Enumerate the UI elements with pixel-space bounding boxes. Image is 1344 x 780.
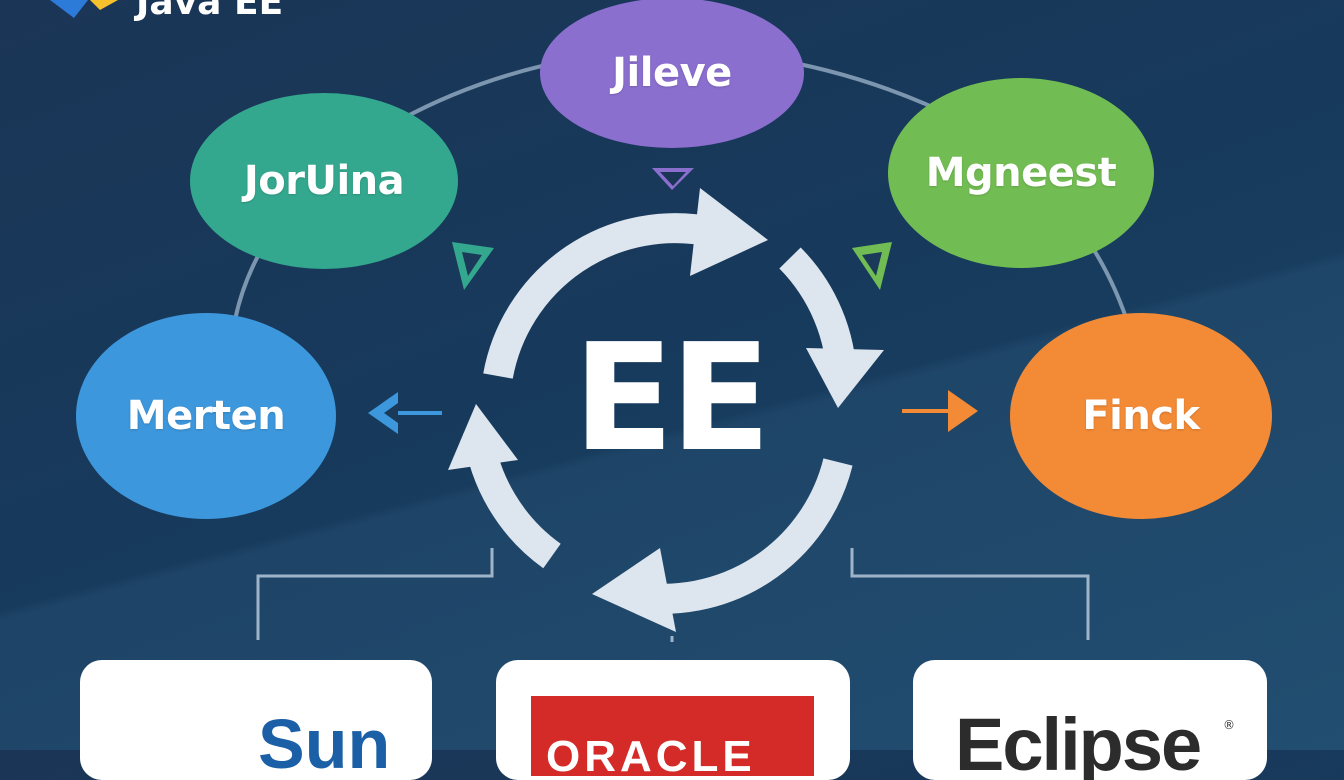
logo-card-eclipse: Eclipse ® [913, 660, 1267, 780]
arrow-right-icon [902, 390, 978, 432]
node-upper-right: Mgneest [888, 78, 1154, 268]
logo-card-oracle: ORACLE [496, 660, 850, 780]
eclipse-logo-text: Eclipse [955, 703, 1202, 780]
node-upper-left: JorUina [190, 93, 458, 269]
center-label: EE [572, 312, 771, 484]
node-left-label: Merten [126, 393, 286, 439]
brand-title: Java EE [136, 0, 284, 23]
arrow-upper-left-icon [452, 242, 494, 290]
bracket-left [256, 548, 494, 640]
oracle-logo-text: ORACLE [546, 732, 756, 780]
arrow-left-icon [368, 392, 442, 434]
node-top-label: Jileve [612, 50, 732, 96]
node-left: Merten [76, 313, 336, 519]
arrow-upper-right-icon [852, 242, 892, 290]
sun-logo-text: Sun [258, 705, 391, 780]
arrow-top-icon [652, 168, 694, 190]
logo-card-sun: Sun [80, 660, 432, 780]
node-upper-left-label: JorUina [243, 158, 405, 204]
node-right: Finck [1010, 313, 1272, 519]
cycle-arrowheads [448, 188, 884, 632]
node-right-label: Finck [1082, 393, 1200, 439]
java-ee-logo-icon [50, 0, 118, 18]
bracket-right [850, 548, 1090, 640]
node-top: Jileve [540, 0, 804, 148]
registered-mark: ® [1223, 718, 1235, 732]
node-upper-right-label: Mgneest [925, 150, 1117, 196]
